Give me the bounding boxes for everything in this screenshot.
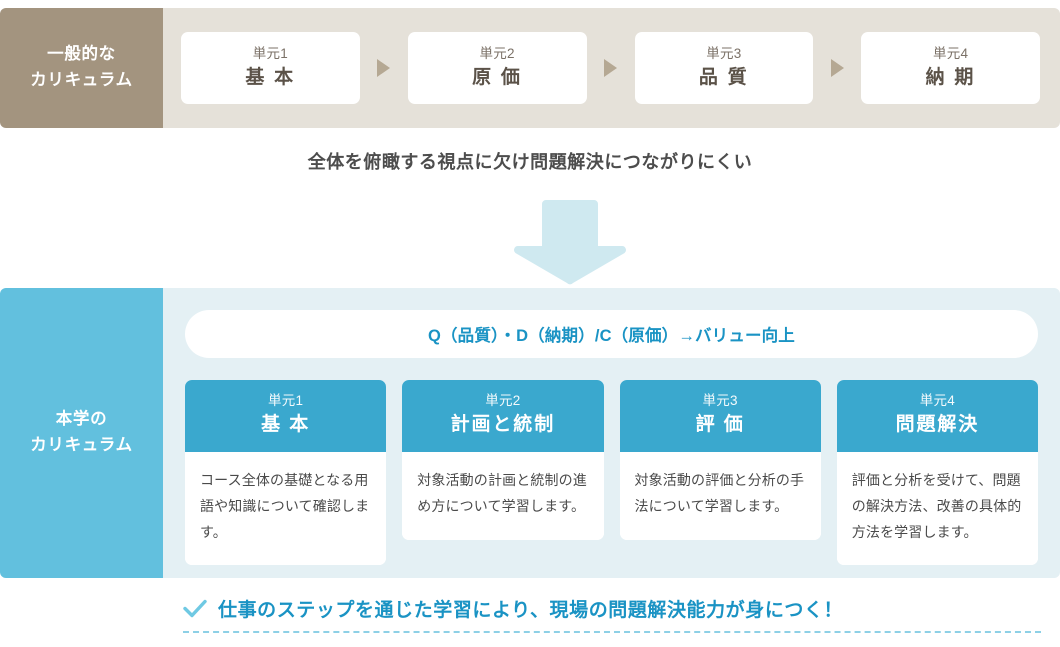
unit-title: 評 価	[695, 414, 745, 436]
our-curriculum-label: 本学の カリキュラム	[0, 288, 163, 578]
our-curriculum-content: Q（品質）・D（納期）/C（原価）→バリュー向上 単元1 基 本 コース全体の基…	[163, 288, 1060, 578]
our-unit-header: 単元2 計画と統制	[402, 380, 604, 452]
our-label-line2: カリキュラム	[30, 436, 133, 454]
our-unit-header: 単元4 問題解決	[836, 380, 1038, 452]
unit-description: 対象活動の評価と分析の手法について学習します。	[619, 451, 821, 540]
unit-title: 原 価	[472, 67, 523, 89]
arrow-down-icon	[514, 200, 626, 285]
our-unit-card-3: 単元3 評 価 対象活動の評価と分析の手法について学習します。	[619, 380, 821, 540]
footer-line: 仕事のステップを通じた学習により、現場の問題解決能力が身につく！	[163, 595, 843, 622]
general-unit-card-1: 単元1 基 本	[181, 32, 360, 104]
general-unit-card-2: 単元2 原 価	[407, 32, 587, 104]
footer-divider	[183, 631, 1041, 633]
qdc-value-banner: Q（品質）・D（納期）/C（原価）→バリュー向上	[185, 310, 1038, 358]
our-curriculum-band: 本学の カリキュラム Q（品質）・D（納期）/C（原価）→バリュー向上 単元1 …	[0, 288, 1060, 578]
check-icon	[183, 599, 207, 617]
general-units-track: 単元1 基 本 単元2 原 価 単元3 品 質 単元4 納 期	[163, 8, 1060, 128]
triangle-right-icon	[587, 59, 635, 77]
our-unit-header: 単元1 基 本	[185, 380, 387, 452]
problem-caption: 全体を俯瞰する視点に欠け問題解決につながりにくい	[307, 152, 753, 172]
unit-number: 単元1	[252, 46, 289, 62]
unit-title: 基 本	[261, 414, 311, 436]
unit-number: 単元4	[919, 393, 956, 408]
general-unit-card-4: 単元4 納 期	[861, 32, 1040, 104]
unit-description: 対象活動の計画と統制の進め方について学習します。	[402, 451, 604, 540]
unit-number: 単元2	[479, 46, 515, 62]
unit-number: 単元3	[706, 46, 742, 62]
our-unit-card-2: 単元2 計画と統制 対象活動の計画と統制の進め方について学習します。	[402, 380, 604, 540]
our-unit-card-4: 単元4 問題解決 評価と分析を受けて、問題の解決方法、改善の具体的方法を学習しま…	[836, 380, 1038, 566]
our-unit-header: 単元3 評 価	[619, 380, 821, 452]
unit-number: 単元1	[267, 393, 304, 408]
general-label-line1: 一般的な	[47, 45, 116, 64]
general-curriculum-label: 一般的な カリキュラム	[0, 8, 163, 128]
unit-title: 納 期	[925, 67, 976, 89]
unit-title: 問題解決	[895, 414, 980, 436]
footer-conclusion: 仕事のステップを通じた学習により、現場の問題解決能力が身につく！	[163, 595, 1043, 633]
unit-number: 単元4	[932, 46, 969, 62]
unit-number: 単元3	[702, 393, 738, 408]
footer-text: 仕事のステップを通じた学習により、現場の問題解決能力が身につく！	[218, 600, 844, 621]
general-curriculum-band: 一般的な カリキュラム 単元1 基 本 単元2 原 価 単元3 品 質 単元4 …	[0, 8, 1060, 128]
unit-number: 単元2	[485, 393, 521, 408]
general-label-line2: カリキュラム	[30, 71, 133, 89]
our-unit-card-1: 単元1 基 本 コース全体の基礎となる用語や知識について確認します。	[185, 380, 387, 566]
unit-title: 品 質	[698, 67, 749, 89]
unit-title: 基 本	[245, 67, 296, 89]
unit-description: コース全体の基礎となる用語や知識について確認します。	[185, 451, 387, 566]
our-units-row: 単元1 基 本 コース全体の基礎となる用語や知識について確認します。 単元2 計…	[185, 380, 1038, 578]
unit-description: 評価と分析を受けて、問題の解決方法、改善の具体的方法を学習します。	[836, 451, 1038, 566]
our-label-line1: 本学の	[55, 410, 108, 429]
general-unit-card-3: 単元3 品 質	[634, 32, 814, 104]
triangle-right-icon	[360, 59, 408, 77]
triangle-right-icon	[813, 59, 861, 77]
unit-title: 計画と統制	[450, 414, 556, 436]
